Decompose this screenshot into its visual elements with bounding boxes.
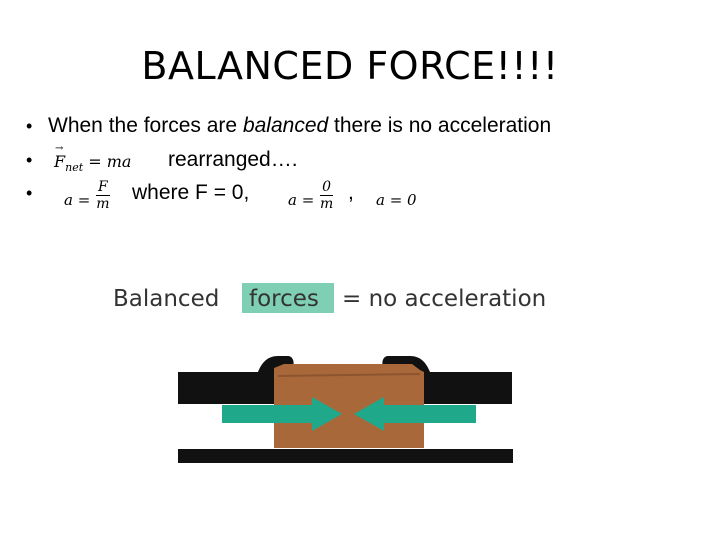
- equation-3: a = 0: [376, 191, 417, 209]
- floor: [178, 449, 513, 463]
- box-edge: [277, 373, 421, 377]
- bullet-dot: •: [26, 116, 33, 136]
- bullet-item-3: • a = F m where F = 0, a = 0 m , a = 0: [26, 179, 706, 229]
- caption-highlight-text: forces: [249, 286, 319, 312]
- bullet-item-1: • When the forces are balanced there is …: [26, 112, 706, 146]
- bullet-2-text: rearranged….: [168, 148, 298, 171]
- equation-separator: ,: [348, 181, 354, 204]
- bullet-1-text: When the forces are balanced there is no…: [48, 114, 551, 138]
- box: [274, 364, 424, 448]
- force-arrow-right-icon: [222, 397, 342, 431]
- left-hand-icon: [178, 356, 294, 404]
- bullet-dot: •: [26, 150, 33, 170]
- bullet-3-text: where F = 0,: [132, 181, 250, 204]
- equation-1-denominator: m: [96, 196, 110, 212]
- bullet-1-italic-word: balanced: [242, 114, 329, 137]
- equation-2-denominator: m: [320, 196, 334, 212]
- equation-2-numerator: 0: [320, 179, 334, 196]
- equation-fnet: → Fnet = ma: [54, 143, 132, 175]
- caption-part-1: Balanced: [113, 286, 219, 312]
- equation-2-lhs: a =: [288, 191, 315, 209]
- slide-title: BALANCED FORCE!!!!: [141, 44, 559, 88]
- equation-fnet-rhs: = ma: [88, 152, 132, 171]
- caption-highlight: [242, 283, 334, 313]
- equation-2-fraction: 0 m: [320, 179, 334, 212]
- equation-fnet-symbol: F: [54, 152, 66, 171]
- bullet-item-2: • → Fnet = ma rearranged….: [26, 143, 706, 179]
- bullet-dot: •: [26, 183, 33, 203]
- bullet-1-text-start: When the forces are: [48, 114, 243, 137]
- caption-part-2: = no acceleration: [342, 286, 546, 312]
- vector-arrow-icon: →: [55, 143, 64, 154]
- bullet-1-text-end: there is no acceleration: [328, 114, 552, 137]
- equation-1-numerator: F: [96, 179, 110, 196]
- equation-fnet-subscript: net: [65, 161, 84, 175]
- force-arrow-left-icon: [354, 397, 476, 431]
- equation-1-fraction: F m: [96, 179, 110, 212]
- equation-1-lhs: a =: [64, 191, 91, 209]
- bullet-list: • When the forces are balanced there is …: [26, 112, 706, 229]
